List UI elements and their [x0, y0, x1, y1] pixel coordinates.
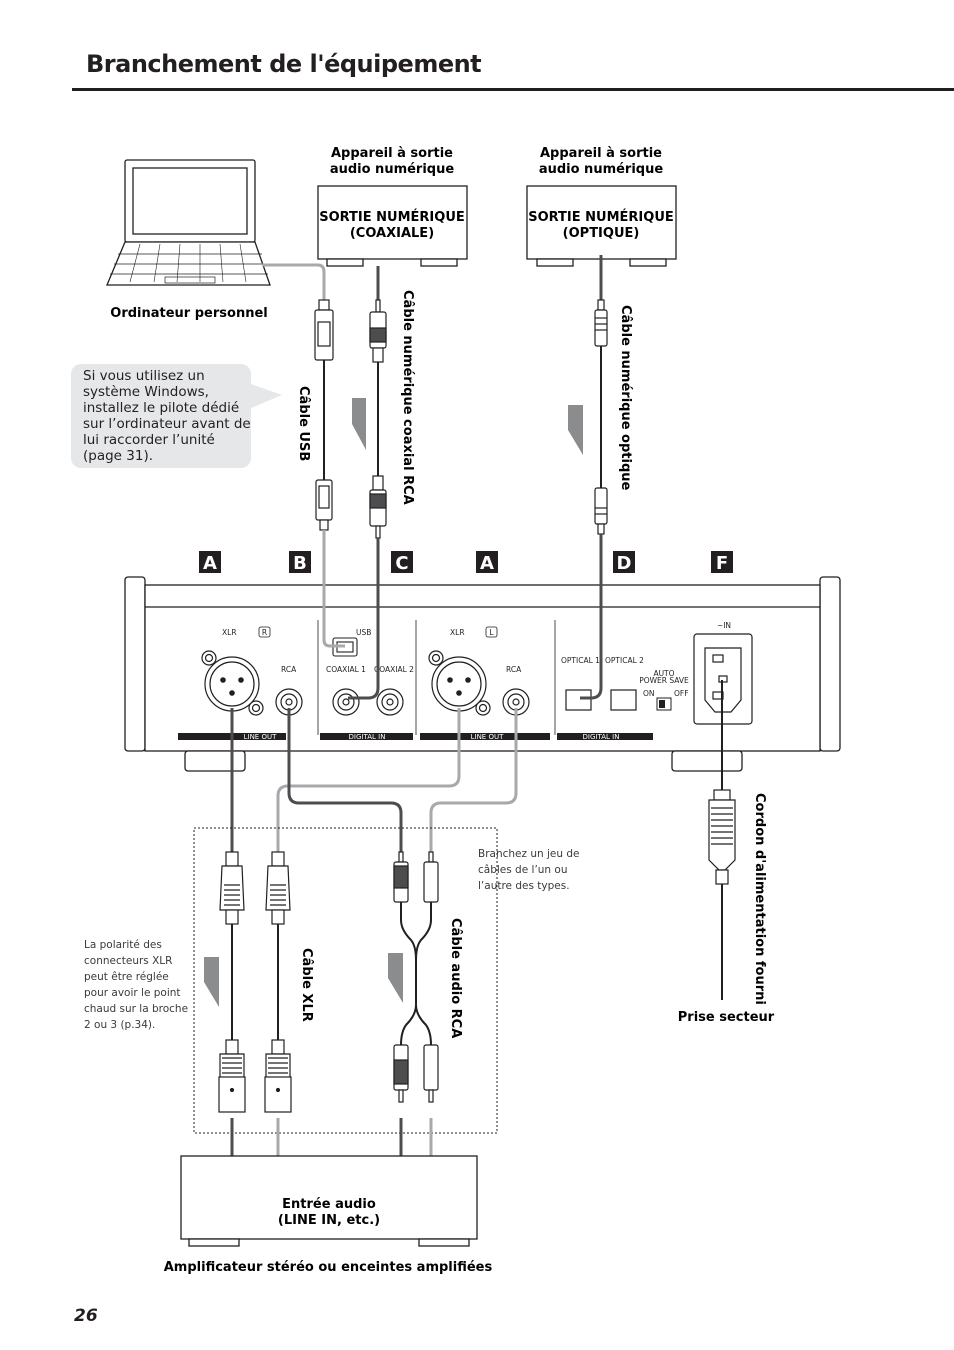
polarity-note-line: connecteurs XLR — [84, 955, 172, 967]
r-mark-box — [258, 626, 271, 638]
coaxial-1-label: COAXIAL 1 — [326, 665, 366, 674]
xlr-cable-l — [264, 851, 292, 1113]
amplifier-device — [180, 1155, 478, 1247]
down-arrow-icon — [204, 957, 219, 1007]
coax-cable-to-panel — [348, 545, 380, 700]
coaxial-2-label: COAXIAL 2 — [374, 665, 414, 674]
rca-l-cable — [429, 708, 518, 852]
polarity-note-line: chaud sur la broche — [84, 1003, 188, 1015]
usb-cable-label: Câble USB — [296, 386, 311, 461]
optical-device-title-1: Appareil à sortie — [540, 146, 662, 161]
polarity-note-line: La polarité des — [84, 939, 162, 951]
note-line: lui raccorder l’unité — [83, 432, 215, 448]
coaxial-2-jack-icon — [376, 688, 404, 716]
auto-power-switch-icon — [656, 697, 672, 711]
coax-cable — [369, 266, 387, 545]
section-letter-d: D — [617, 553, 632, 574]
polarity-note-line: 2 ou 3 (p.34). — [84, 1019, 155, 1031]
rca-cable-label: Câble audio RCA — [448, 918, 463, 1038]
line-out-label-2: LINE OUT — [471, 733, 504, 741]
computer-label: Ordinateur personnel — [110, 306, 267, 321]
rca-l-label: RCA — [506, 665, 522, 674]
down-arrow-icon — [568, 405, 583, 455]
usb-cable — [314, 299, 334, 545]
optical-2-label: OPTICAL 2 — [605, 656, 644, 665]
title-rule — [72, 88, 954, 91]
power-cord — [708, 680, 736, 1000]
note-line: installez le pilote dédié — [83, 400, 239, 416]
note-line: (page 31). — [83, 448, 153, 464]
section-letter-b: B — [293, 553, 307, 574]
coax-device-title-2: audio numérique — [330, 162, 455, 177]
coax-output-label-2: (COAXIALE) — [350, 226, 434, 241]
rca-r-cable — [287, 708, 403, 852]
usb-cable-to-panel — [322, 545, 345, 648]
xlr-cable-r — [218, 851, 246, 1113]
coax-device-title-1: Appareil à sortie — [331, 146, 453, 161]
amp-input-label-2: (LINE IN, etc.) — [278, 1213, 380, 1228]
polarity-note-line: pour avoir le point — [84, 987, 181, 999]
l-mark: L — [489, 628, 494, 637]
amplifier-label: Amplificateur stéréo ou enceintes amplif… — [164, 1260, 493, 1275]
rca-r-label: RCA — [281, 665, 297, 674]
auto-power-label-2: POWER SAVE — [639, 676, 689, 685]
coaxial-1-jack-icon — [332, 688, 360, 716]
optical-device-title-2: audio numérique — [539, 162, 664, 177]
usb-port-label: USB — [356, 628, 371, 637]
cable-choice-note-line: Branchez un jeu de — [478, 848, 580, 860]
optical-cable — [594, 255, 608, 545]
rca-r-jack-icon — [275, 688, 303, 716]
windows-note-box — [71, 364, 282, 468]
cable-choice-note-line: l’autre des types. — [478, 880, 570, 892]
optical-cable-label: Câble numérique optique — [618, 305, 633, 491]
laptop-icon — [106, 159, 271, 286]
optical-cable-to-panel — [580, 545, 603, 700]
power-cord-label: Cordon d'alimentation fourni — [752, 793, 767, 1005]
off-label: OFF — [674, 689, 689, 698]
xlr-cable-label: Câble XLR — [299, 948, 314, 1022]
xlr-r-label: XLR — [222, 628, 237, 637]
usb-cable-top — [262, 263, 326, 300]
section-letter-f: F — [716, 553, 728, 574]
optical-output-label-1: SORTIE NUMÉRIQUE — [528, 209, 674, 225]
coax-source-device — [317, 185, 468, 267]
coax-cable-label: Câble numérique coaxial RCA — [400, 290, 415, 505]
note-line: système Windows, — [83, 384, 209, 400]
r-mark: R — [262, 628, 267, 637]
xlr-l-label: XLR — [450, 628, 465, 637]
optical-output-label-2: (OPTIQUE) — [563, 226, 640, 241]
xlr-r-connector-icon — [201, 650, 264, 716]
rca-audio-cable — [393, 851, 439, 1103]
note-line: sur l’ordinateur avant de — [83, 416, 251, 432]
xlr-l-cable — [276, 708, 461, 852]
cable-choice-note-line: câbles de l’un ou — [478, 864, 568, 876]
optical-source-device — [526, 185, 677, 267]
section-letter-a2: A — [480, 553, 494, 574]
note-line: Si vous utilisez un — [83, 368, 205, 384]
digital-in-label-1: DIGITAL IN — [349, 733, 386, 741]
l-mark-box — [485, 626, 498, 638]
section-letter-a: A — [203, 553, 217, 574]
optical-ports-icon — [565, 689, 637, 711]
on-label: ON — [643, 689, 655, 698]
page-title: Branchement de l'équipement — [86, 50, 482, 78]
optical-1-label: OPTICAL 1 — [561, 656, 600, 665]
auto-power-label-1: AUTO — [653, 669, 674, 678]
section-letter-c: C — [395, 553, 408, 574]
page-number: 26 — [74, 1306, 98, 1326]
down-arrow-icon — [388, 953, 403, 1003]
polarity-note-line: peut être réglée — [84, 971, 169, 983]
ac-in-label: ~IN — [717, 621, 731, 630]
xlr-l-connector-icon — [428, 650, 491, 716]
down-arrow-icon — [352, 398, 366, 450]
digital-in-label-2: DIGITAL IN — [583, 733, 620, 741]
amp-input-label-1: Entrée audio — [282, 1197, 376, 1212]
outlet-label: Prise secteur — [678, 1010, 775, 1025]
coax-output-label-1: SORTIE NUMÉRIQUE — [319, 209, 465, 225]
windows-note-text: Si vous utilisez un système Windows, ins… — [83, 368, 251, 464]
line-out-label-1: LINE OUT — [244, 733, 277, 741]
